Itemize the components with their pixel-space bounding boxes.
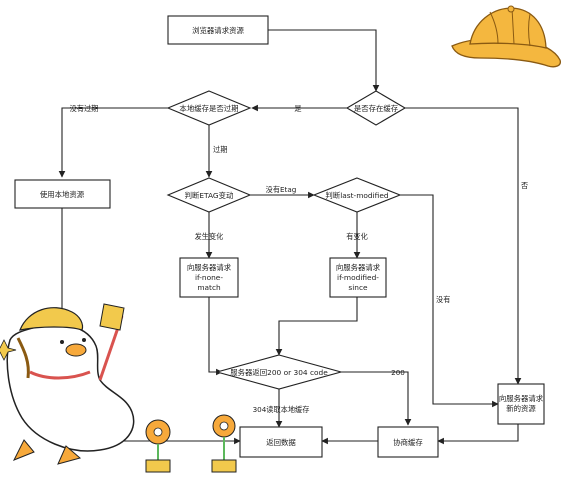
node-browser-request: 浏览器请求资源 bbox=[167, 15, 269, 45]
node-request-none-match-line-2: if-none- bbox=[195, 273, 223, 282]
duck-body bbox=[6, 323, 135, 452]
edge-exists-no bbox=[405, 107, 522, 385]
flower-pot bbox=[145, 459, 171, 473]
hat-crown bbox=[469, 7, 547, 49]
node-request-modified-since-line-1: 向服务器请求 bbox=[336, 263, 381, 272]
hat-seams bbox=[489, 7, 531, 47]
label-yes: 是 bbox=[294, 104, 301, 113]
edge-request-to-exists bbox=[268, 29, 380, 92]
flowers-decoration bbox=[145, 414, 237, 473]
label-no: 否 bbox=[521, 181, 528, 190]
node-request-new-line-1: 向服务器请求 bbox=[499, 394, 544, 403]
edge-none-match-to-server bbox=[208, 297, 223, 376]
node-cache-expired-label: 本地缓存是否过期 bbox=[179, 104, 238, 113]
node-server-returns: 服务器返回200 or 304 code bbox=[214, 354, 344, 390]
node-request-modified-since-line-2: if-modified- bbox=[337, 273, 379, 282]
node-request-new-line-2: 新的资源 bbox=[506, 404, 536, 413]
node-request-none-match: 向服务器请求 if-none- match bbox=[179, 257, 239, 298]
node-request-modified-since-line-3: since bbox=[348, 283, 368, 292]
label-200: 200 bbox=[391, 368, 405, 377]
edge-server-200 bbox=[341, 371, 412, 426]
node-negotiate-cache-label: 协商缓存 bbox=[393, 438, 423, 447]
edges bbox=[58, 29, 522, 445]
flower-center bbox=[219, 421, 229, 431]
node-cache-exists-label: 是否存在缓存 bbox=[354, 104, 399, 113]
node-check-etag: 判断ETAG变动 bbox=[166, 177, 252, 213]
label-not-expired: 没有过期 bbox=[70, 104, 99, 113]
label-none: 没有 bbox=[436, 295, 450, 304]
node-use-local: 使用本地资源 bbox=[14, 179, 111, 209]
flower-icon bbox=[145, 419, 171, 473]
duck-scarf bbox=[29, 370, 91, 380]
edge-labels: 是 否 没有过期 过期 没有Etag 发生变化 有变化 没有 200 304读取… bbox=[70, 104, 529, 414]
label-304: 304读取本地缓存 bbox=[253, 405, 310, 414]
label-changed: 发生变化 bbox=[195, 232, 224, 241]
sparkle-icon bbox=[0, 339, 17, 361]
node-check-etag-label: 判断ETAG变动 bbox=[185, 191, 234, 200]
node-check-last-modified-label: 判断last-modified bbox=[325, 191, 388, 200]
flower-icon bbox=[211, 414, 237, 473]
hat-button bbox=[507, 5, 515, 13]
node-request-none-match-line-3: match bbox=[197, 283, 221, 292]
node-request-new: 向服务器请求 新的资源 bbox=[497, 383, 545, 425]
duck-braid bbox=[16, 337, 30, 379]
node-request-none-match-line-1: 向服务器请求 bbox=[187, 263, 232, 272]
label-has-change: 有变化 bbox=[346, 232, 368, 241]
node-return-data: 返回数据 bbox=[239, 426, 323, 458]
node-check-last-modified: 判断last-modified bbox=[312, 177, 402, 213]
duck-eye-right bbox=[82, 338, 86, 342]
node-negotiate-cache: 协商缓存 bbox=[377, 426, 439, 458]
node-browser-request-label: 浏览器请求资源 bbox=[192, 26, 244, 35]
duck-eye-left bbox=[60, 340, 64, 344]
node-use-local-label: 使用本地资源 bbox=[40, 190, 85, 199]
label-expired: 过期 bbox=[213, 145, 227, 154]
duck-illustration bbox=[0, 303, 135, 465]
label-no-etag: 没有Etag bbox=[266, 185, 297, 194]
flag-icon bbox=[99, 303, 125, 331]
flower-center bbox=[153, 427, 163, 437]
edge-modified-since-to-server bbox=[275, 297, 358, 356]
flower-pot bbox=[211, 459, 237, 473]
duck-foot-left bbox=[12, 439, 35, 461]
node-server-returns-label: 服务器返回200 or 304 code bbox=[230, 368, 328, 377]
node-cache-exists: 是否存在缓存 bbox=[345, 90, 407, 126]
duck-foot-right bbox=[57, 445, 82, 465]
duck-beak bbox=[65, 343, 87, 357]
node-request-modified-since: 向服务器请求 if-modified- since bbox=[329, 257, 387, 298]
edge-not-expired bbox=[58, 107, 168, 178]
edge-lm-none bbox=[400, 194, 499, 408]
node-cache-expired: 本地缓存是否过期 bbox=[166, 90, 252, 126]
duck-hat bbox=[19, 307, 84, 331]
hat-icon bbox=[451, 5, 561, 68]
edge-new-to-negotiate bbox=[437, 424, 519, 445]
node-return-data-label: 返回数据 bbox=[266, 438, 296, 447]
